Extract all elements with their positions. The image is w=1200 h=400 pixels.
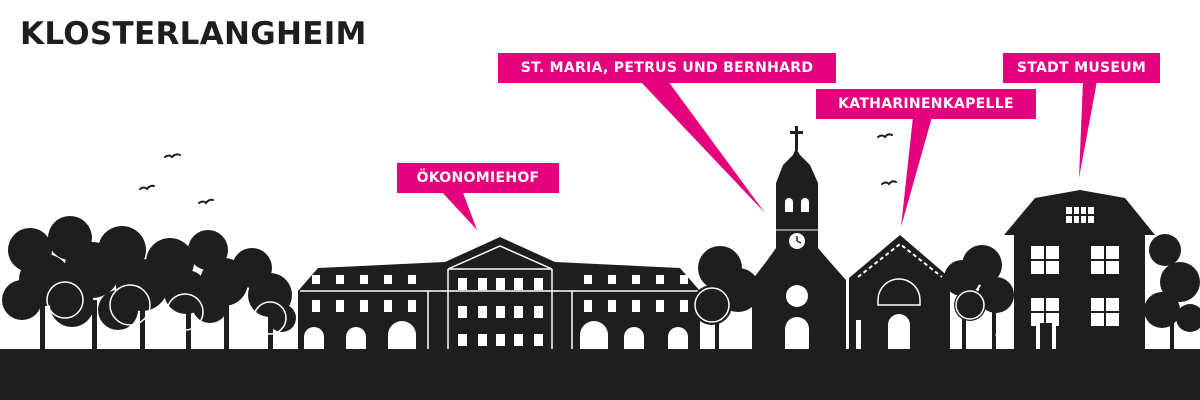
oekonomiehof-windows [304,275,688,349]
label-stadt-museum: STADT MUSEUM [1003,53,1160,83]
pointer-oekonomiehof [440,190,477,230]
person-right [995,332,1001,349]
ground [0,349,1200,400]
callout-pointers [440,81,1097,230]
bird-icon [139,184,155,191]
birds [139,133,897,205]
katharinenkapelle-building [849,235,950,349]
page-title: KLOSTERLANGHEIM [20,16,367,52]
person-middle [738,331,744,349]
oekonomiehof-building [298,237,700,349]
trees-right-middle [944,245,1014,349]
pointer-katharinenkapelle [901,117,932,227]
stadt-museum-building [1004,190,1155,349]
pointer-st-maria [640,81,765,213]
bird-icon [164,153,181,159]
bird-icon [881,180,897,186]
trees-left [2,216,296,350]
bird-icon [198,198,214,205]
label-st-maria-petrus-bernhard: ST. MARIA, PETRUS UND BERNHARD [498,53,836,83]
label-oekonomiehof: ÖKONOMIEHOF [397,163,559,193]
trees-middle [692,246,760,349]
tree-outlines-left [46,281,287,335]
pointer-stadt-museum [1079,81,1097,178]
label-katharinenkapelle: KATHARINENKAPELLE [816,89,1036,119]
trees-right [1144,234,1200,349]
tree-outline-middle [694,287,730,323]
church-st-maria [752,126,846,349]
people-left [197,333,260,349]
tree-outline-right-middle [955,290,985,320]
bird-icon [877,133,893,139]
